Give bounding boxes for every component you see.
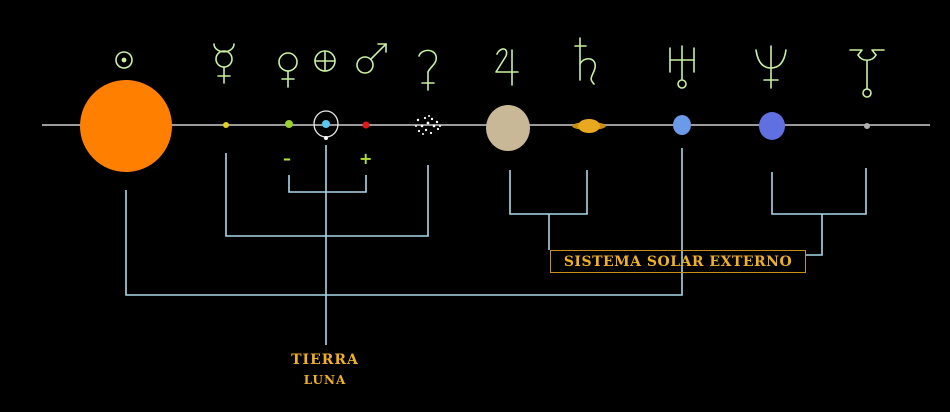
bracket-jupiter-saturn: [510, 170, 587, 214]
mars-body: [363, 122, 370, 129]
saturn-symbol-icon: [575, 38, 595, 84]
ceres-symbol-icon: [419, 50, 436, 90]
bracket-outer-planets-stem: [806, 214, 822, 255]
uranus-symbol-icon: [670, 46, 694, 88]
bracket-inner-planets: [226, 153, 428, 236]
jupiter-symbol-icon: [496, 49, 518, 85]
neptune-body: [759, 112, 785, 140]
plus-sign: +: [359, 149, 372, 168]
grouping-brackets: [126, 145, 866, 345]
bracket-venus-mars: [289, 175, 366, 192]
jupiter-body: [486, 105, 530, 151]
moon-body: [324, 136, 328, 140]
bracket-outer-planets: [772, 168, 866, 214]
pluto-body: [864, 123, 870, 129]
venus-symbol-icon: [279, 53, 297, 87]
sun-body: [80, 80, 172, 172]
venus-body: [285, 120, 293, 128]
label-luna: LUNA: [275, 373, 375, 387]
uranus-body: [673, 115, 691, 135]
mercury-body: [223, 122, 229, 128]
saturn-body: [578, 119, 600, 133]
neptune-symbol-icon: [756, 46, 786, 88]
mercury-symbol-icon: [214, 44, 234, 83]
label-sistema-solar-externo: SISTEMA SOLAR EXTERNO: [550, 250, 806, 273]
mars-symbol-icon: [357, 44, 386, 73]
earth-body: [322, 120, 330, 128]
sun-symbol-icon: [116, 52, 132, 68]
earth-symbol-icon: [315, 51, 335, 71]
minus-sign: –: [283, 149, 291, 168]
label-tierra: TIERRA: [275, 352, 375, 368]
pluto-symbol-icon: [850, 50, 884, 97]
